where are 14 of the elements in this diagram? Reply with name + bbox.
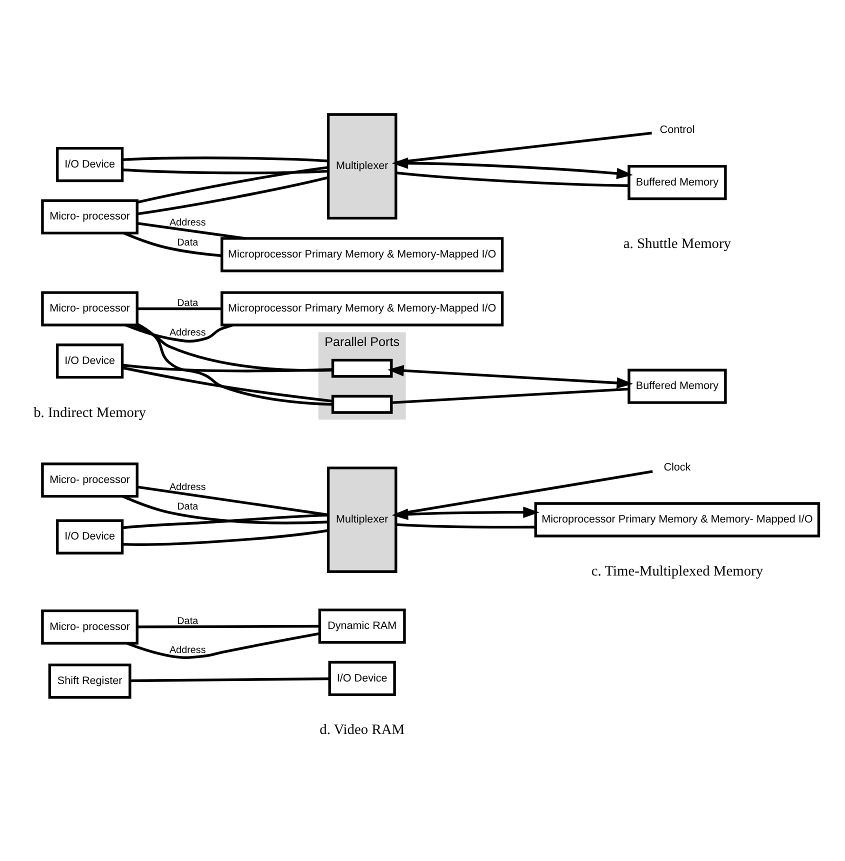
label: a. Shuttle Memory (623, 236, 732, 252)
edge-label: Data (177, 502, 198, 513)
edge-label: Address (169, 328, 206, 339)
label: d. Video RAM (320, 722, 405, 738)
node-text: Clock (664, 461, 691, 474)
node-text: Control (660, 124, 695, 136)
edge-label: Address (169, 482, 206, 493)
edge-label: Address (169, 218, 206, 229)
edge-label: Data (177, 616, 198, 628)
edge-label: Data (177, 237, 198, 248)
label: c. Time-Multiplexed Memory (591, 563, 764, 580)
edge-label: Data (177, 298, 198, 309)
edge-label: Address (169, 645, 206, 656)
label: b. Indirect Memory (34, 404, 146, 421)
